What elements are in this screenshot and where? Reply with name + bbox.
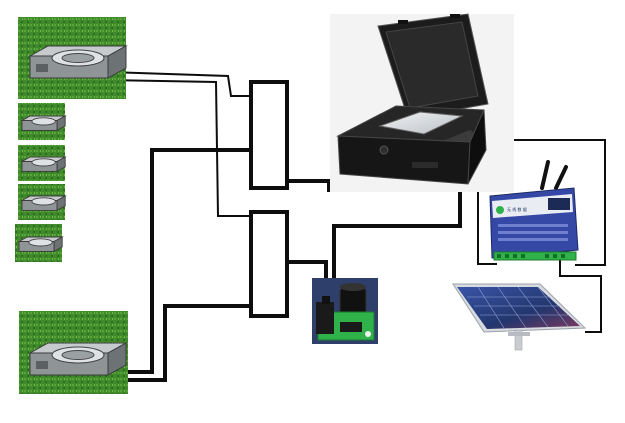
rugged-case-logger bbox=[330, 13, 514, 192]
cable-bottom-cell-a bbox=[110, 148, 251, 374]
load-cell-small-2 bbox=[18, 145, 67, 181]
cable-wires bbox=[109, 71, 606, 382]
load-cell-large-top bbox=[18, 17, 128, 99]
cable-box-b-to-converter bbox=[287, 260, 328, 278]
antenna-icon bbox=[540, 160, 550, 190]
cable-top-cell-a bbox=[109, 71, 253, 97]
load-cell-large-bottom bbox=[19, 311, 128, 394]
solar-panel bbox=[452, 283, 587, 351]
load-cell-small-4 bbox=[15, 224, 64, 262]
cable-solar-to-logger bbox=[559, 256, 602, 333]
junction-box-b bbox=[249, 210, 289, 318]
cable-logger-power bbox=[488, 139, 606, 266]
cable-converter-to-case bbox=[332, 170, 462, 282]
load-cell-small-1 bbox=[18, 103, 67, 140]
logger-logo-icon bbox=[496, 206, 504, 214]
signal-converter bbox=[312, 278, 378, 344]
junction-box-a bbox=[249, 80, 289, 190]
load-cell-small-3 bbox=[18, 184, 67, 220]
logger-title: 无 线 数 据 bbox=[507, 206, 527, 212]
antenna-icon bbox=[554, 165, 568, 190]
wireless-data-logger: 无 线 数 据 bbox=[489, 160, 579, 261]
cable-bottom-cell-b bbox=[110, 304, 251, 382]
